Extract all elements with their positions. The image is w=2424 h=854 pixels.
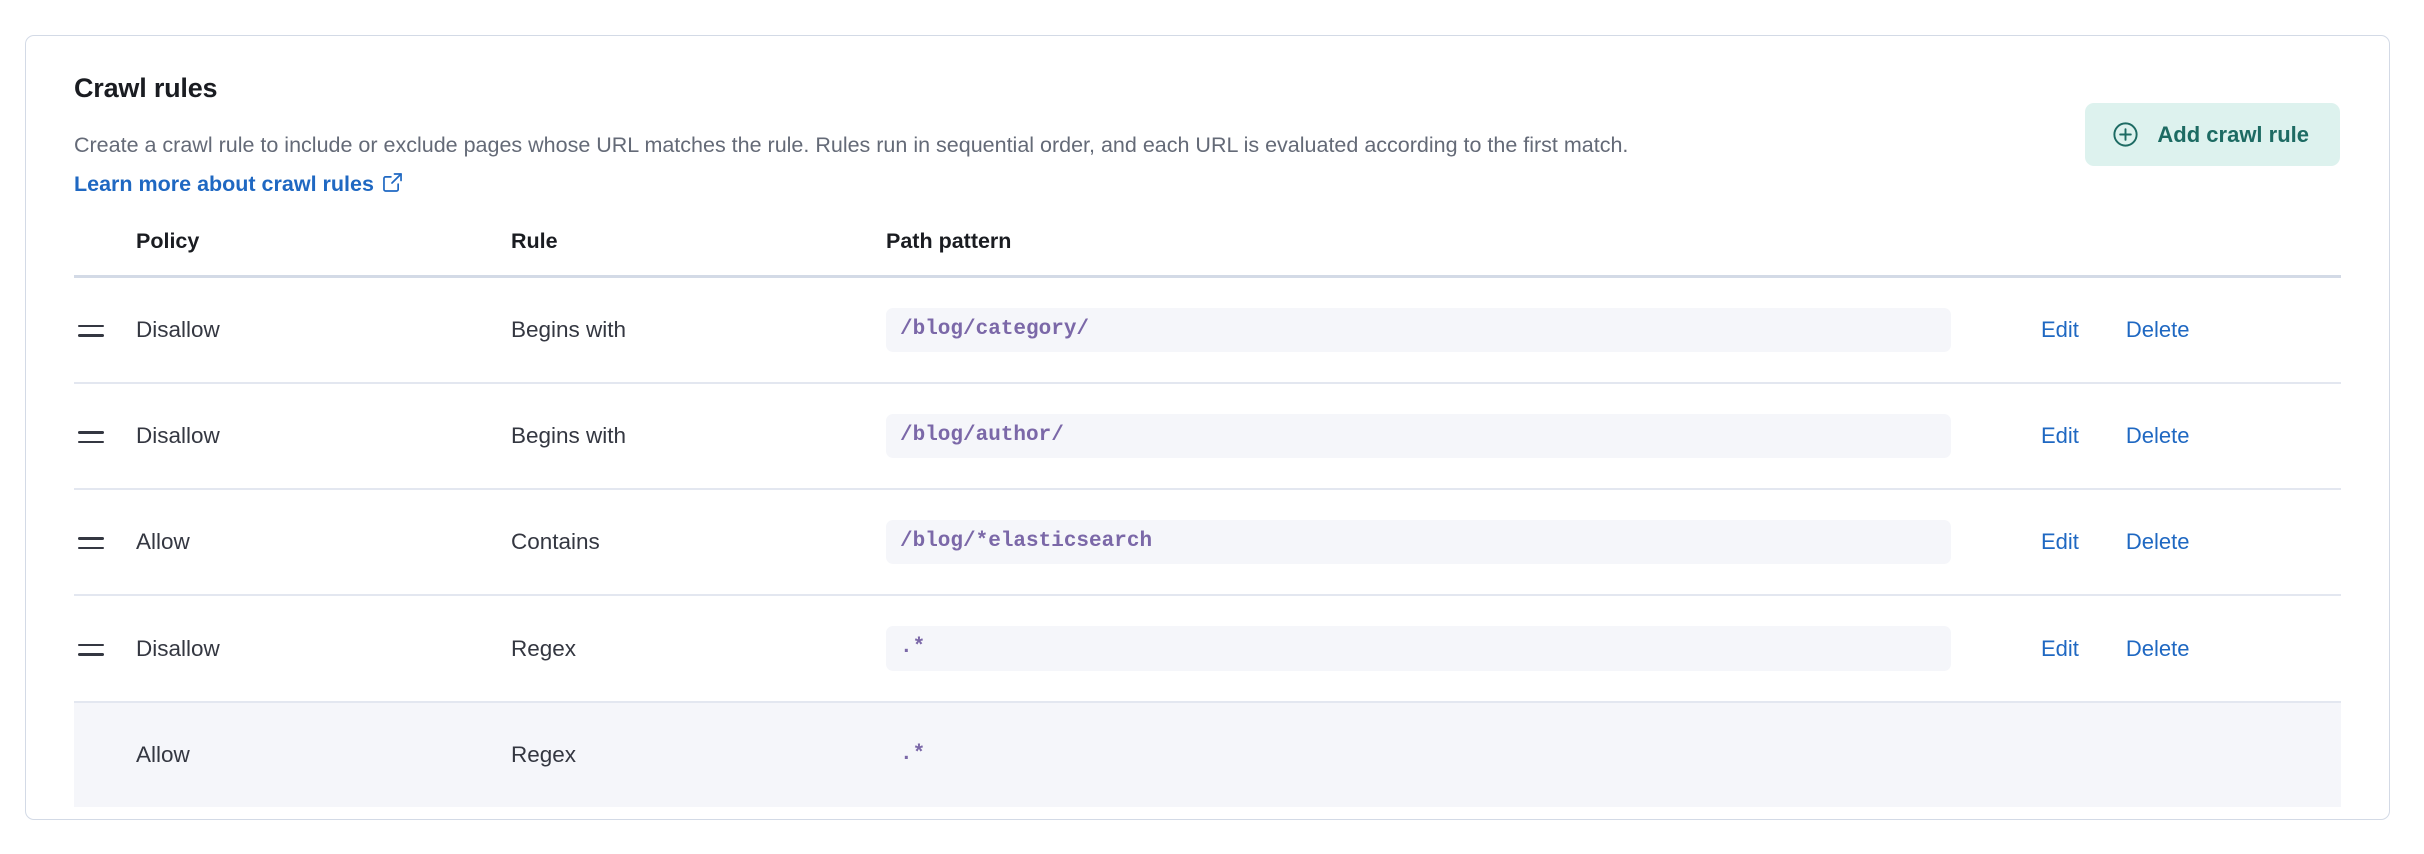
drag-handle-icon[interactable] bbox=[78, 324, 104, 337]
drag-handle-cell bbox=[74, 489, 136, 597]
delete-link[interactable]: Delete bbox=[2125, 316, 2190, 342]
delete-link[interactable]: Delete bbox=[2125, 635, 2190, 661]
cell-actions: Edit Delete bbox=[2041, 382, 2341, 491]
edit-link[interactable]: Edit bbox=[2041, 529, 2079, 555]
cell-policy: Disallow bbox=[136, 595, 511, 703]
cell-actions: Edit Delete bbox=[2041, 595, 2341, 703]
cell-rule: Begins with bbox=[511, 382, 886, 491]
external-link-icon bbox=[382, 167, 403, 206]
path-pattern-chip: .* bbox=[900, 742, 926, 766]
card-header: Crawl rules Create a crawl rule to inclu… bbox=[74, 73, 2341, 206]
path-pattern-chip: .* bbox=[886, 626, 1951, 671]
cell-rule: Begins with bbox=[511, 276, 886, 384]
cell-policy: Disallow bbox=[136, 276, 511, 384]
cell-rule: Regex bbox=[511, 701, 886, 807]
drag-handle-cell-empty bbox=[74, 701, 136, 807]
card-content: Crawl rules Create a crawl rule to inclu… bbox=[26, 36, 2389, 819]
cell-path-pattern: /blog/*elasticsearch bbox=[886, 489, 2041, 597]
cell-actions: Edit Delete bbox=[2041, 489, 2341, 597]
learn-more-link[interactable]: Learn more about crawl rules bbox=[74, 172, 403, 196]
cell-policy: Allow bbox=[136, 489, 511, 597]
edit-link[interactable]: Edit bbox=[2041, 423, 2079, 449]
cell-path-pattern: .* bbox=[886, 595, 2041, 703]
column-header-rule: Rule bbox=[511, 228, 886, 278]
add-crawl-rule-label: Add crawl rule bbox=[2157, 121, 2309, 147]
table-header-row: Policy Rule Path pattern bbox=[74, 228, 2341, 278]
column-header-policy: Policy bbox=[136, 228, 511, 278]
description-text: Create a crawl rule to include or exclud… bbox=[74, 132, 1629, 157]
cell-rule: Contains bbox=[511, 489, 886, 597]
header-text-block: Crawl rules Create a crawl rule to inclu… bbox=[74, 73, 1754, 206]
drag-handle-cell bbox=[74, 595, 136, 703]
column-header-path-pattern: Path pattern bbox=[886, 228, 2041, 278]
delete-link[interactable]: Delete bbox=[2125, 423, 2190, 449]
cell-path-pattern: /blog/category/ bbox=[886, 276, 2041, 384]
cell-actions-empty bbox=[2041, 701, 2341, 807]
add-crawl-rule-button[interactable]: Add crawl rule bbox=[2085, 103, 2340, 166]
drag-handle-icon[interactable] bbox=[78, 431, 104, 444]
edit-link[interactable]: Edit bbox=[2041, 316, 2079, 342]
crawl-rules-card: Crawl rules Create a crawl rule to inclu… bbox=[25, 35, 2390, 820]
table-header: Policy Rule Path pattern bbox=[74, 228, 2341, 278]
path-pattern-chip: /blog/*elasticsearch bbox=[886, 520, 1951, 565]
cell-rule: Regex bbox=[511, 595, 886, 703]
drag-handle-cell bbox=[74, 382, 136, 491]
learn-more-label: Learn more about crawl rules bbox=[74, 171, 374, 196]
column-header-handle bbox=[74, 228, 136, 278]
drag-handle-icon[interactable] bbox=[78, 643, 104, 656]
column-header-actions bbox=[2041, 228, 2341, 278]
path-pattern-chip: /blog/author/ bbox=[886, 413, 1951, 459]
page-title: Crawl rules bbox=[74, 73, 218, 103]
cell-actions: Edit Delete bbox=[2041, 276, 2341, 384]
cell-path-pattern: .* bbox=[886, 701, 2041, 807]
cell-policy: Disallow bbox=[136, 382, 511, 491]
drag-handle-icon[interactable] bbox=[78, 537, 104, 550]
delete-link[interactable]: Delete bbox=[2125, 529, 2190, 555]
cell-policy: Allow bbox=[136, 701, 511, 807]
card-description: Create a crawl rule to include or exclud… bbox=[74, 126, 1754, 206]
plus-in-circle-icon bbox=[2111, 120, 2140, 149]
cell-path-pattern: /blog/author/ bbox=[886, 382, 2041, 491]
drag-handle-cell bbox=[74, 276, 136, 384]
edit-link[interactable]: Edit bbox=[2041, 635, 2079, 661]
path-pattern-chip: /blog/category/ bbox=[886, 307, 1951, 352]
